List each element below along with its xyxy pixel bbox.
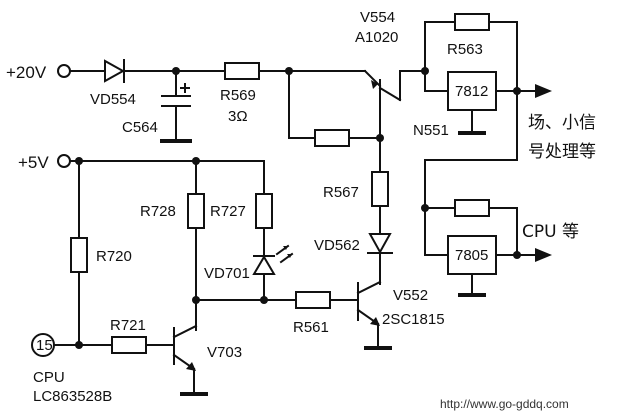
label-r721: R721 (110, 317, 146, 334)
label-7812: 7812 (455, 83, 488, 100)
label-output-5v: CPU 等 (522, 222, 579, 242)
label-r569: R569 (220, 87, 256, 104)
label-r720: R720 (96, 248, 132, 265)
led-vd701 (252, 255, 276, 275)
label-lc863528b: LC863528B (33, 388, 112, 405)
resistor-r569 (224, 62, 260, 80)
terminal-5v (57, 154, 71, 168)
label-5v: +5V (18, 153, 49, 172)
label-20v: +20V (6, 63, 47, 82)
label-c564: C564 (122, 119, 158, 136)
label-2sc1815: 2SC1815 (382, 311, 445, 328)
terminal-20v (57, 64, 71, 78)
watermark-url: http://www.go-gddq.com (440, 397, 569, 411)
regulator-7805 (447, 235, 497, 275)
label-pin-15: 15 (36, 337, 53, 354)
resistor-r563 (454, 13, 490, 31)
regulator-7812 (447, 71, 497, 111)
label-r561: R561 (293, 319, 329, 336)
label-output-12v-line1: 场、小信 (528, 113, 596, 133)
diode-vd554 (104, 59, 126, 83)
resistor-r727 (255, 193, 273, 229)
label-r563: R563 (447, 41, 483, 58)
label-v552: V552 (393, 287, 428, 304)
label-vd562: VD562 (314, 237, 360, 254)
label-vd554: VD554 (90, 91, 136, 108)
label-r567: R567 (323, 184, 359, 201)
label-r569-value: 3Ω (228, 108, 248, 125)
resistor-7805-bypass (454, 199, 490, 217)
resistor-r721 (111, 336, 147, 354)
label-v703: V703 (207, 344, 242, 361)
resistor-base-bias (314, 129, 350, 147)
label-a1020: A1020 (355, 29, 398, 46)
resistor-r720 (70, 237, 88, 273)
label-7805: 7805 (455, 247, 488, 264)
resistor-r728 (187, 193, 205, 229)
label-output-12v-line2: 号处理等 (528, 142, 596, 162)
label-r728: R728 (140, 203, 176, 220)
label-v554: V554 (360, 9, 395, 26)
resistor-r561 (295, 291, 331, 309)
label-r727: R727 (210, 203, 246, 220)
arrow-out-5v (535, 248, 552, 262)
label-n551: N551 (413, 122, 449, 139)
resistor-r567 (371, 171, 389, 207)
label-cpu: CPU (33, 369, 65, 386)
zener-vd562 (368, 233, 392, 255)
arrow-out-12v (535, 84, 552, 98)
label-vd701: VD701 (204, 265, 250, 282)
